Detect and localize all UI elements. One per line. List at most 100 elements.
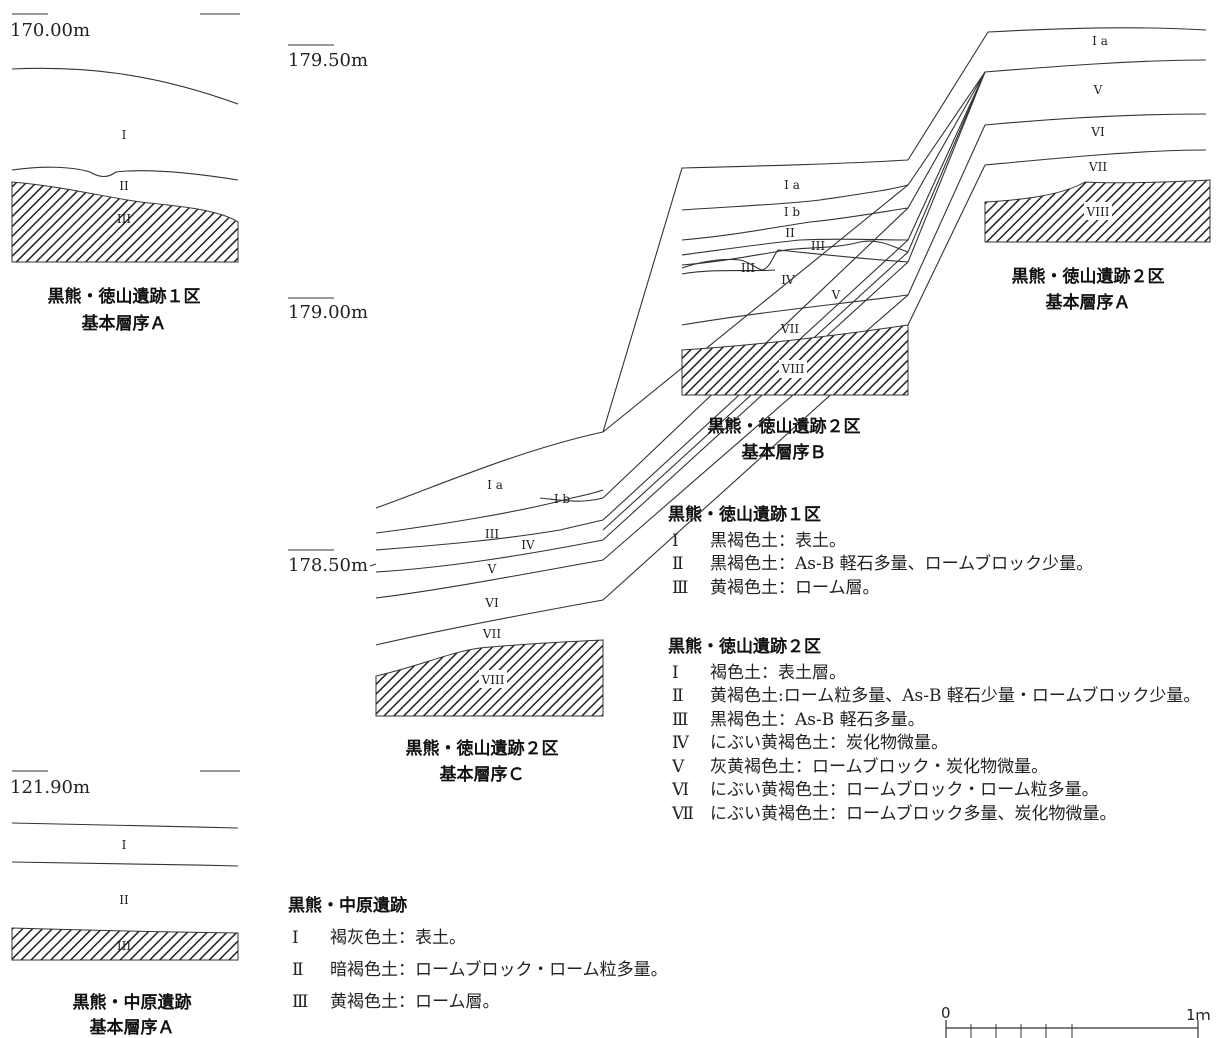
layer-boundary — [602, 71, 986, 541]
layer-boundary — [11, 822, 239, 829]
profile-caption: 基本層序Ａ — [1045, 292, 1131, 313]
layer-boundary — [907, 27, 1207, 161]
legend-title: 黒熊・徳山遺跡２区 — [668, 637, 821, 657]
layer-label: III — [741, 261, 755, 275]
legend-num: Ⅰ — [292, 928, 299, 948]
scale-start-label: 0 — [941, 1004, 951, 1022]
legend-num: Ⅲ — [292, 992, 309, 1012]
layer-label: III — [117, 939, 131, 953]
elevation-label-179-50: 179.50m — [288, 50, 368, 71]
layer-label: VIII — [1086, 205, 1110, 219]
profile-caption: 基本層序Ａ — [81, 313, 167, 334]
legend-text: にぶい黄褐色土：ロームブロック多量、炭化物微量。 — [710, 803, 1117, 824]
legend-text: 黄褐色土：ローム層。 — [710, 577, 880, 598]
legend-item: Ⅰ 褐色土：表土層。 — [668, 662, 1213, 686]
legend-item: Ⅱ 黄褐色土:ローム粒多量、As-B 軽石少量・ロームブロック少量。 — [668, 685, 1213, 709]
layer-label: VIII — [481, 673, 505, 687]
layer-label: IV — [521, 538, 535, 552]
layer-label: I — [122, 128, 127, 142]
legend-item: Ⅴ 灰黄褐色土：ロームブロック・炭化物微量。 — [668, 756, 1213, 780]
layer-boundary — [375, 559, 604, 599]
layer-boundary — [375, 599, 604, 646]
layer-boundary — [375, 539, 604, 573]
layer-boundary — [681, 184, 909, 211]
legend-item: Ⅲ 黄褐色土：ローム層。 — [288, 986, 848, 1018]
legend-text: 褐灰色土：表土。 — [330, 928, 466, 948]
layer-boundary — [681, 249, 909, 271]
legend-title: 黒熊・中原遺跡 — [288, 896, 407, 916]
layer-label: III — [811, 239, 825, 253]
profile-nakahara-a: 121.90m I II III 黒熊・中原遺跡 基本層序Ａ — [10, 770, 240, 1038]
layer-label: I b — [554, 492, 571, 506]
layer-boundary — [375, 519, 604, 551]
legend-num: Ⅰ — [672, 530, 679, 551]
layer-label: VII — [780, 322, 799, 336]
layer-label: I b — [784, 205, 801, 219]
label-backdrop — [779, 360, 807, 378]
profile-site2-combined: 179.50m 179.00m 178.50m — [288, 27, 1211, 785]
profile-caption: 黒熊・徳山遺跡２区 — [708, 416, 861, 437]
layer-boundary — [681, 269, 776, 275]
layer-boundary — [11, 166, 239, 181]
layer-boundary — [539, 497, 604, 502]
layer-boundary — [375, 431, 604, 509]
legend-text: 褐色土：表土層。 — [710, 662, 846, 683]
layer-label: I a — [784, 178, 800, 192]
elevation-tick — [369, 563, 377, 567]
layer-boundary — [984, 149, 1207, 166]
layer-boundary — [602, 159, 909, 433]
legend-text: にぶい黄褐色土：ロームブロック・ローム粒多量。 — [710, 780, 1099, 800]
layer-boundary — [681, 240, 909, 266]
layer-label: V — [487, 562, 497, 576]
legend-num: Ⅳ — [672, 733, 689, 753]
legend-num: Ⅴ — [672, 756, 685, 777]
layer-label: II — [119, 179, 129, 193]
layer-boundary — [681, 238, 909, 256]
profile-caption: 黒熊・徳山遺跡１区 — [48, 286, 201, 307]
legend-num: Ⅱ — [672, 686, 684, 706]
legend-title: 黒熊・徳山遺跡１区 — [668, 505, 821, 525]
legend-num: Ⅲ — [672, 577, 689, 598]
legend-text: 暗褐色土：ロームブロック・ローム粒多量。 — [330, 960, 668, 980]
legend-num: Ⅱ — [672, 554, 684, 574]
legend-num: Ⅰ — [672, 662, 679, 683]
legend-text: 黒褐色土：表土。 — [710, 530, 846, 551]
layer-label: V — [1093, 83, 1103, 97]
legend-text: 黄褐色土:ローム粒多量、As-B 軽石少量・ロームブロック少量。 — [710, 686, 1201, 706]
legend-site2: 黒熊・徳山遺跡２区 Ⅰ 褐色土：表土層。 Ⅱ 黄褐色土:ローム粒多量、As-B 軽石… — [668, 636, 1213, 826]
layer-boundary — [984, 113, 1207, 126]
legend-item: Ⅰ 黒褐色土：表土。 — [668, 530, 1213, 554]
profile-caption: 黒熊・徳山遺跡２区 — [1012, 266, 1165, 287]
legend-item: Ⅰ 褐灰色土：表土。 — [288, 922, 848, 954]
legend-item: Ⅲ 黄褐色土：ローム層。 — [668, 577, 1213, 601]
layer-label: I a — [487, 478, 503, 492]
loam-hatch — [11, 181, 239, 263]
layer-label: III — [117, 212, 131, 226]
legend-text: 黄褐色土：ローム層。 — [330, 992, 500, 1012]
legend-site1: 黒熊・徳山遺跡１区 Ⅰ 黒褐色土：表土。 Ⅱ 黒褐色土：As-B 軽石多量、ロームブ… — [668, 504, 1213, 600]
layer-boundary — [11, 67, 239, 105]
layer-label: VI — [1090, 125, 1105, 139]
layer-label: IV — [781, 273, 795, 287]
elevation-label-178-50: 178.50m — [288, 555, 368, 576]
elevation-label-nakahara: 121.90m — [10, 777, 90, 798]
layer-boundary — [375, 489, 604, 534]
legend-text: 黒褐色土：As-B 軽石多量、ロームブロック少量。 — [710, 554, 1094, 574]
layer-boundary — [681, 207, 909, 241]
elevation-label-179-00: 179.00m — [288, 302, 368, 323]
legend-text: 灰黄褐色土：ロームブロック・炭化物微量。 — [710, 756, 1049, 777]
layer-label: VII — [1088, 160, 1107, 174]
legend-text: 黒褐色土：As-B 軽石多量。 — [710, 709, 925, 730]
layer-boundary — [681, 294, 909, 326]
loam-hatch — [11, 927, 239, 961]
layer-label: VIII — [781, 362, 805, 376]
layer-label: V — [831, 288, 841, 302]
layer-label: VII — [482, 627, 501, 641]
